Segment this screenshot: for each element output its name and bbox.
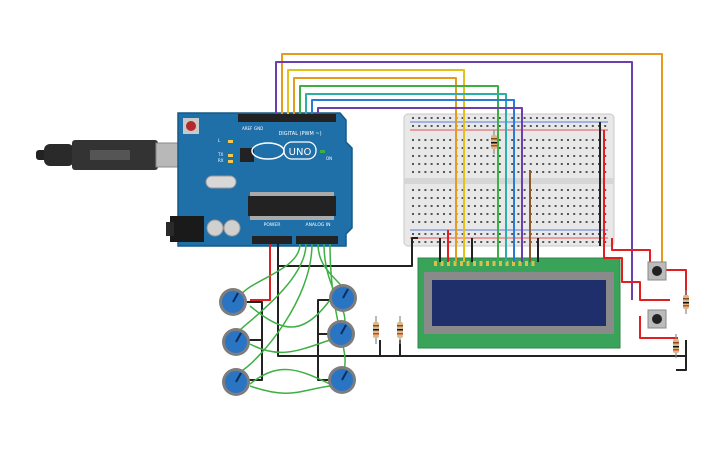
gnd-label: GND (254, 126, 263, 131)
wire-blue (311, 99, 515, 262)
wire-teal (305, 93, 507, 262)
potentiometer-3[interactable] (222, 368, 250, 396)
breadboard[interactable] (403, 113, 615, 247)
lcd-pins (434, 261, 535, 266)
l-led-label: L (218, 138, 221, 143)
pushbutton-1[interactable] (647, 261, 667, 281)
aref-label: AREF (242, 126, 253, 131)
wire-green (299, 85, 499, 262)
wire-green-analog (239, 243, 346, 394)
wire-orange (293, 77, 457, 262)
resistors (373, 130, 689, 358)
resistor-1 (373, 316, 379, 344)
digital-label: DIGITAL (PWM ~) (278, 131, 321, 137)
potentiometer-2[interactable] (222, 328, 250, 356)
rx-label: RX (218, 158, 224, 163)
analog-label: ANALOG IN (305, 222, 330, 228)
wire-purple (317, 107, 523, 262)
resistor-5 (673, 334, 679, 358)
digital-header[interactable] (238, 114, 336, 122)
potentiometers[interactable] (219, 284, 357, 396)
potentiometer-6[interactable] (328, 366, 356, 394)
uno-logo: UNO (251, 141, 317, 160)
analog-header[interactable] (296, 236, 338, 244)
power-label: POWER (264, 222, 281, 228)
chip-pins (250, 192, 334, 220)
potentiometer-5[interactable] (327, 320, 355, 348)
potentiometer-4[interactable] (329, 284, 357, 312)
reset-button[interactable] (186, 121, 196, 131)
usb-cable (36, 140, 187, 170)
pushbutton-2[interactable] (647, 309, 667, 329)
power-header[interactable] (252, 236, 292, 244)
resistor-2 (397, 316, 403, 344)
potentiometer-1[interactable] (219, 288, 247, 316)
tx-label: TX (217, 152, 223, 157)
arduino-board[interactable]: UNO DIGITAL (PWM ~) L TX RX ON AREF GND … (166, 112, 353, 247)
on-label: ON (326, 156, 332, 161)
wires (239, 53, 687, 394)
lcd-screen (432, 280, 606, 326)
resistor-4 (683, 290, 689, 314)
pushbuttons[interactable] (647, 261, 667, 329)
wire-purple-long (275, 61, 633, 300)
resistor-3 (491, 130, 497, 154)
lcd-display[interactable] (417, 257, 621, 349)
wire-orange-long (281, 53, 663, 262)
uno-label: UNO (289, 147, 312, 158)
wire-yellow (287, 69, 465, 262)
